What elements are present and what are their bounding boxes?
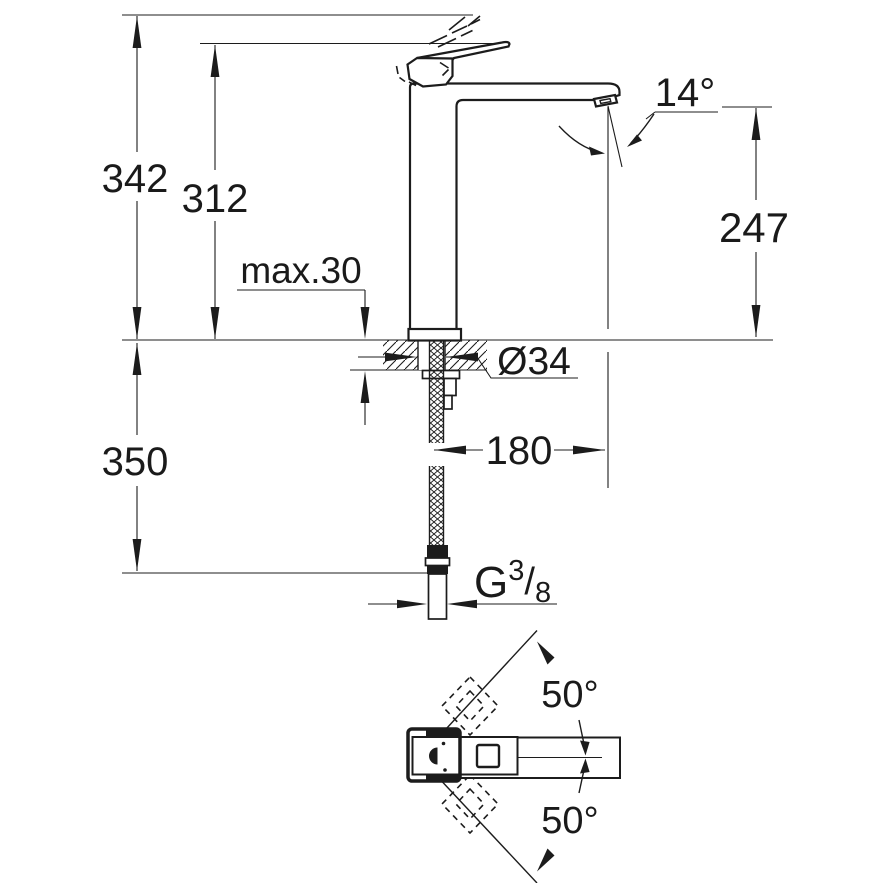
mounting-nut-step2	[443, 394, 453, 410]
dim-deck-thickness: max.30	[237, 250, 370, 425]
dim-below-deck-length: 350	[102, 343, 169, 571]
spout-angle-line	[607, 105, 623, 168]
dim-overall-height: 342	[102, 16, 169, 339]
dim-spout-height: 247	[719, 108, 789, 337]
handle-lever	[416, 40, 511, 62]
dim-spout-reach: 180	[434, 107, 609, 488]
aerator	[592, 93, 619, 108]
handle-raised-tip-phantom	[448, 15, 481, 31]
swivel-upper-label: 50°	[541, 674, 598, 716]
hose-connector-top	[427, 545, 448, 558]
mounting-nut-step1	[443, 377, 457, 397]
dim-max30-label: max.30	[240, 250, 361, 291]
dim-hole-diameter-label: Ø34	[497, 340, 571, 383]
hose-connector-band	[424, 557, 451, 567]
faucet-body	[408, 82, 621, 332]
plan-view: 50° 50°	[406, 630, 621, 883]
plan-lever-cap	[475, 743, 501, 769]
swivel-lower-label: 50°	[541, 800, 598, 842]
handle-detail-dashes	[395, 61, 450, 87]
dim-180-label: 180	[486, 429, 553, 473]
dim-lever-height: 312	[182, 45, 249, 339]
plan-body	[406, 727, 621, 783]
thread-label: G3/8	[474, 555, 551, 609]
thread-denominator: 8	[535, 577, 551, 609]
hose-connector-bottom	[427, 565, 448, 574]
handle-phantom-diamonds	[440, 675, 500, 835]
dim-thread: G3/8	[368, 555, 557, 609]
dim-hole-diameter: Ø34	[358, 340, 578, 383]
supply-hose	[424, 341, 451, 620]
base-flange	[407, 327, 463, 342]
plan-lever	[411, 736, 519, 776]
dim-342-label: 342	[102, 157, 169, 201]
thread-pipe	[427, 573, 448, 620]
swivel-lower-line	[427, 766, 538, 883]
plan-front-notch	[429, 747, 438, 765]
swivel-arrows	[537, 641, 590, 872]
dim-350-label: 350	[102, 440, 169, 484]
plan-knuckle	[406, 727, 462, 783]
dim-247-label: 247	[719, 204, 789, 251]
handle-raised-phantom	[428, 18, 481, 48]
faucet-handle	[395, 15, 511, 88]
thread-numerator: 3	[508, 555, 524, 587]
aerator-screen	[599, 97, 612, 105]
handle-knuckle	[406, 56, 454, 88]
dim-spout-angle: 14°	[558, 71, 718, 168]
thread-slash: /	[524, 561, 535, 603]
thread-g: G	[474, 558, 508, 607]
side-view: 342 312 max.30 350 18	[102, 14, 789, 620]
dim-14deg-label: 14°	[655, 71, 716, 115]
dim-312-label: 312	[182, 177, 249, 221]
